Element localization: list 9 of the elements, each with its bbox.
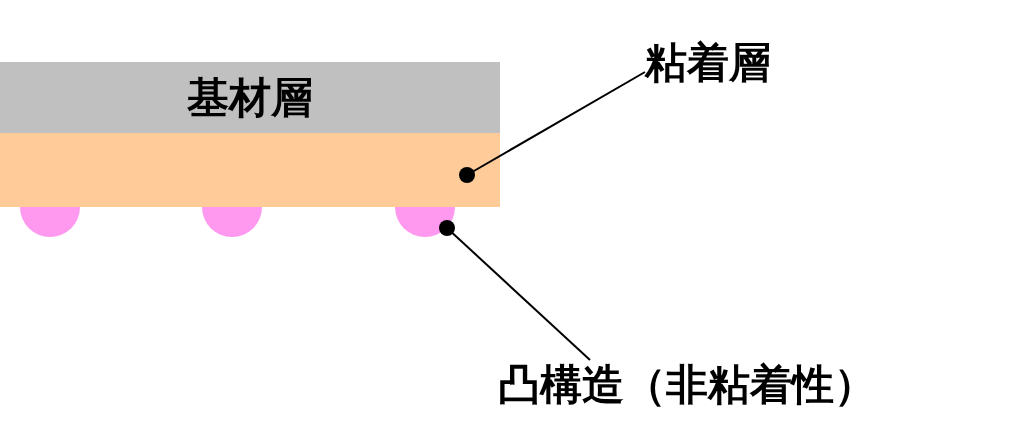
bump-protrusion xyxy=(202,207,262,237)
bump-protrusion xyxy=(20,207,80,237)
leader-line xyxy=(439,220,591,361)
adhesive-layer xyxy=(0,133,500,207)
callout-label: 凸構造（非粘着性） xyxy=(498,360,876,411)
layer-label: 基材層 xyxy=(187,71,313,124)
leader-line xyxy=(459,71,646,183)
base-layer xyxy=(0,62,500,133)
callout-label: 粘着層 xyxy=(645,38,771,89)
